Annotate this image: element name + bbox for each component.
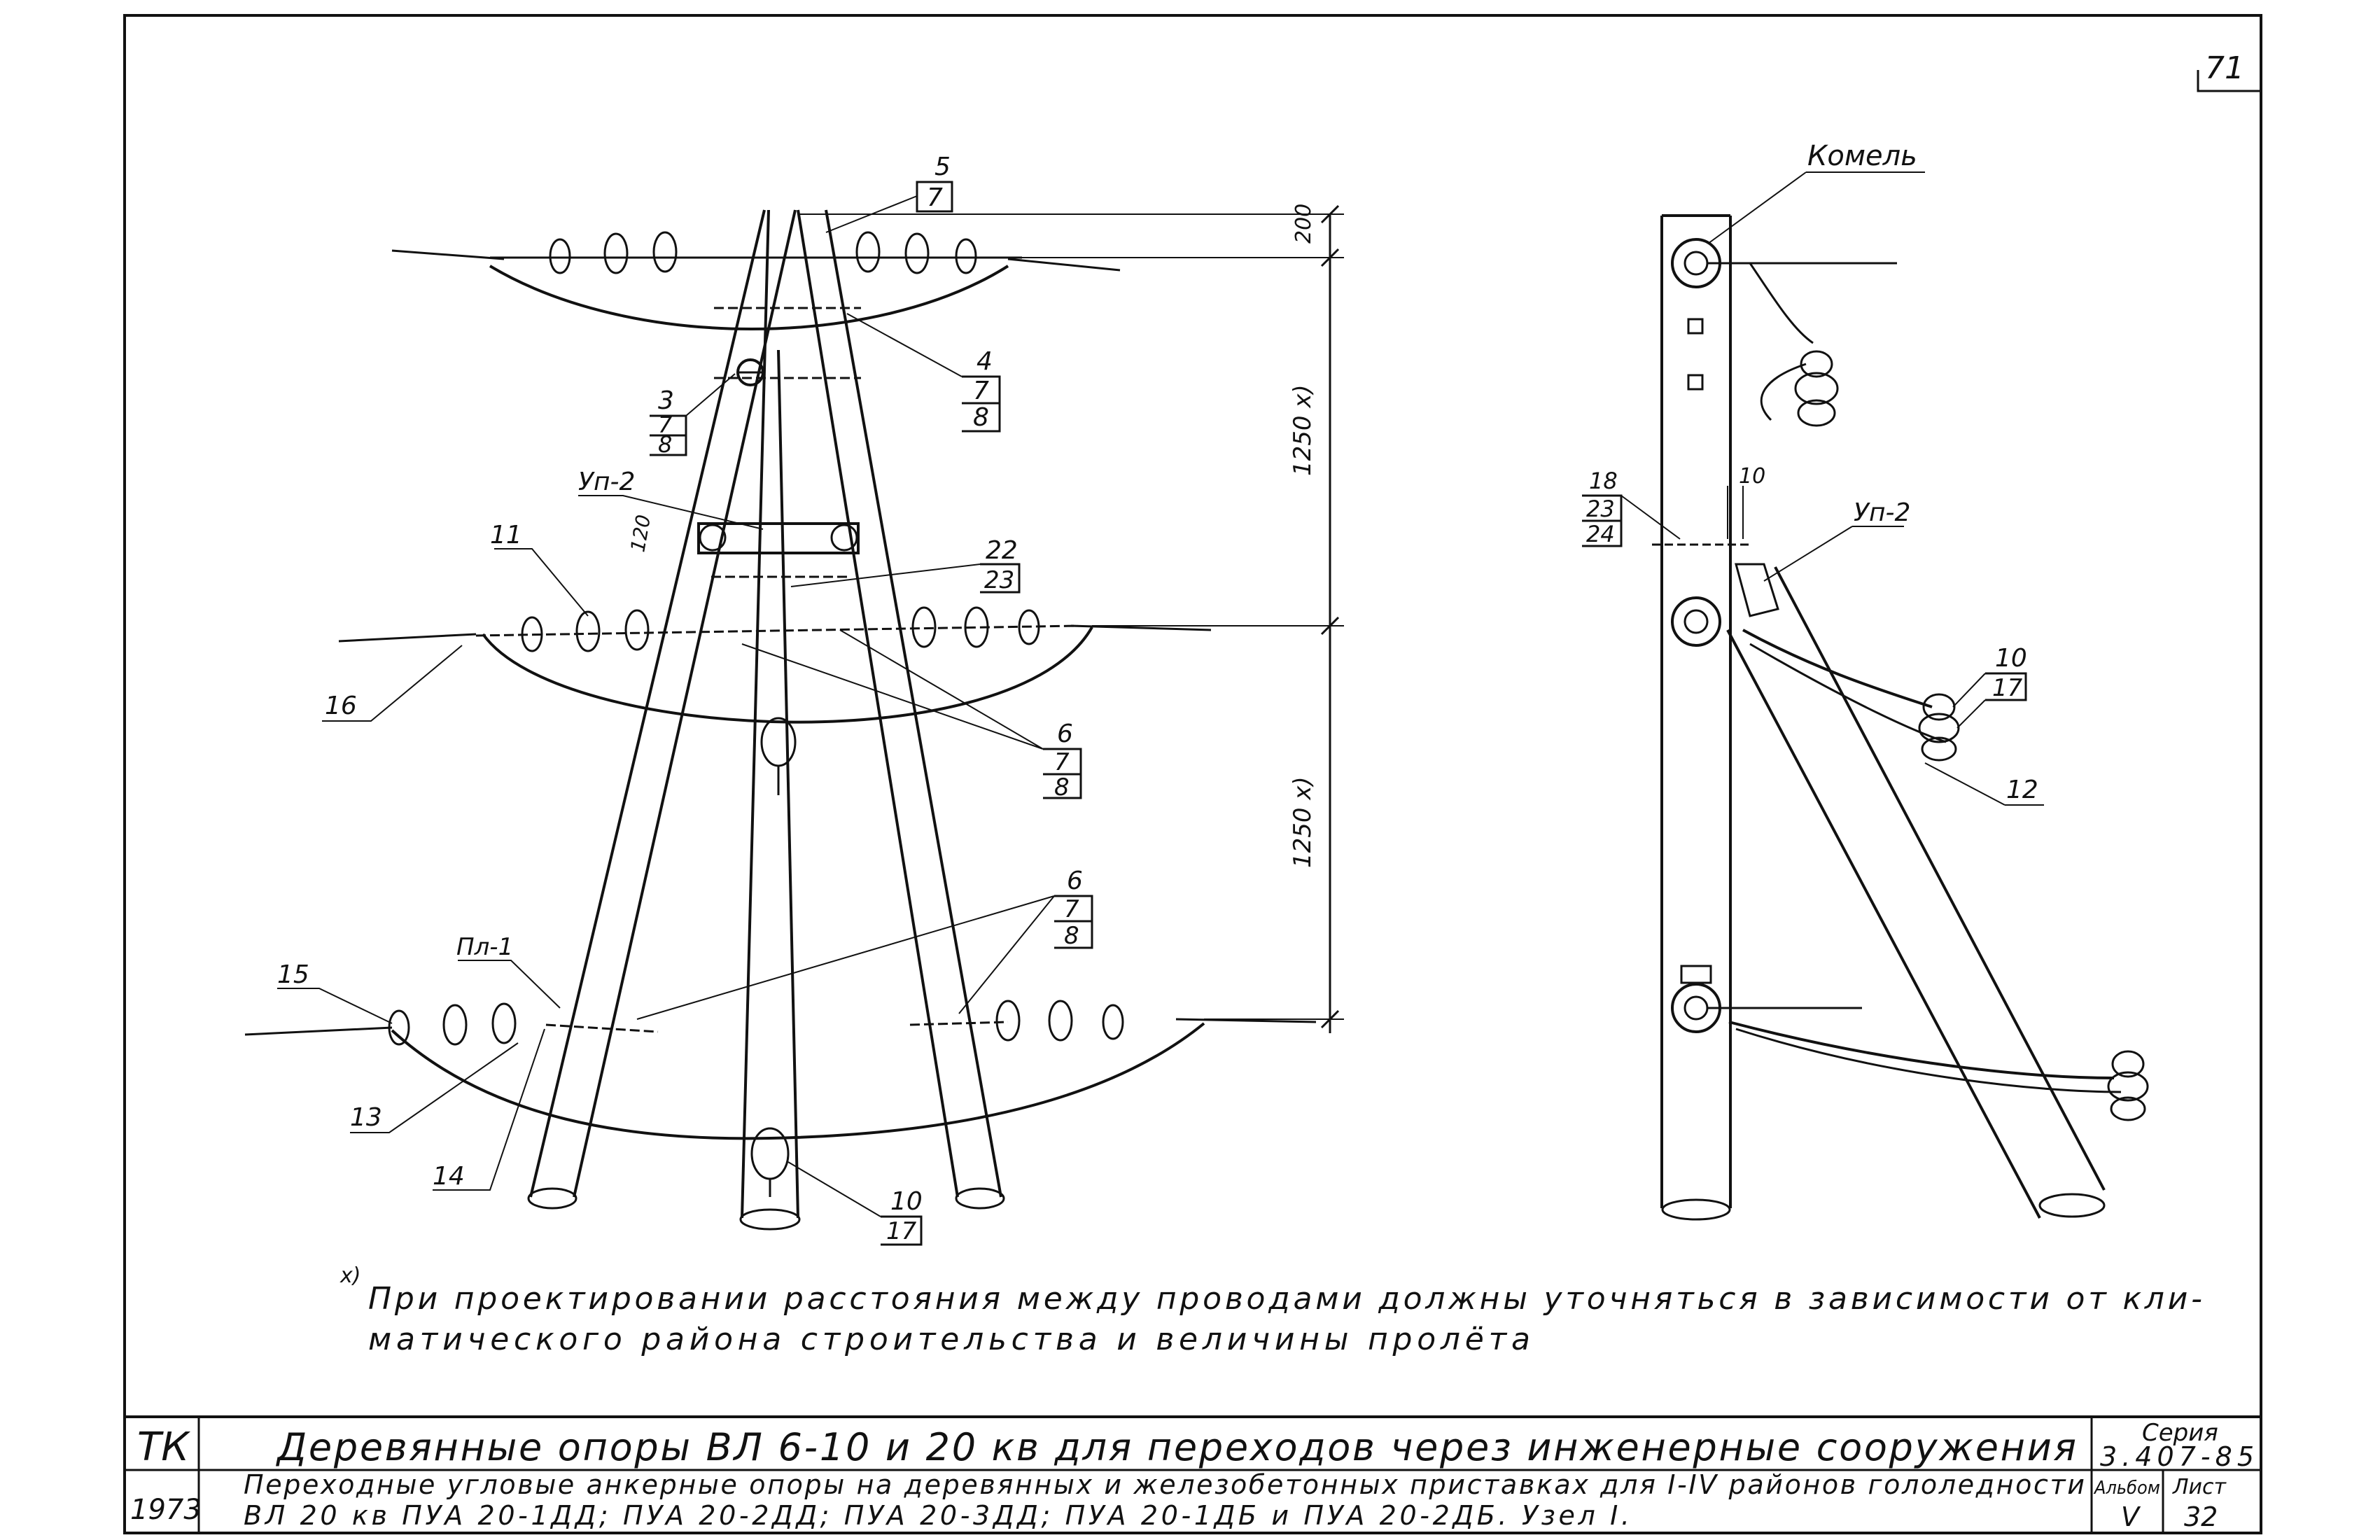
callout-4-top: 4 [976,347,993,376]
callout-18-top: 18 [1589,468,1618,494]
sheet-value: 32 [2184,1502,2218,1532]
callout-4-mid: 7 [973,377,989,405]
callout-10-front-bottom: 17 [886,1217,917,1245]
callout-16-leader [322,645,463,722]
drawing-subtitle-2: ВЛ 20 кв ПУА 20-1ДД; ПУА 20-2ДД; ПУА 20-… [244,1500,1630,1531]
callout-11-leader [494,548,589,617]
footnote-mark: х) [340,1264,360,1288]
callout-3-top: 3 [658,386,674,415]
kamel-leader [1707,172,1925,244]
callout-15: 15 [277,960,309,989]
callout-13-leader [350,1042,519,1133]
callout-5-7: 5 7 [825,153,953,233]
kamel-label: Комель [1807,140,1917,172]
up2-plate [697,522,860,578]
title-block [125,1415,2261,1533]
callout-10-front-top: 10 [890,1187,923,1216]
callout-10-17-front: 10 17 [788,1161,923,1246]
dim-10-side: 10 [1739,464,1765,489]
callout-6-7-8-upper: 6 7 8 [741,629,1082,802]
callout-4-7-8: 4 7 8 [846,313,1001,433]
callout-3-7-8: 3 7 8 [650,373,736,458]
up2-label-front: Уп-2 [578,468,635,496]
up2-leader-side [1763,526,1904,582]
up2-label-side: Уп-2 [1854,498,1910,527]
callout-10-side-top: 10 [1995,644,2027,673]
callout-13: 13 [350,1103,382,1132]
callout-16: 16 [325,692,357,720]
callout-3-bottom: 8 [658,431,672,458]
lower-wire-assembly [244,1000,1317,1197]
dimension-lines [798,204,1344,1033]
up2-leader-front [578,495,764,530]
callout-14: 14 [433,1162,465,1191]
org-label: ТК [137,1424,190,1470]
dim-200: 200 [1292,204,1316,244]
callout-6b-bottom: 8 [1064,922,1079,950]
callout-10-17-side: 10 17 [1952,644,2027,729]
callout-14-leader [433,1028,545,1191]
callout-3-mid: 7 [658,412,673,438]
callout-22-bottom: 23 [984,566,1014,594]
callout-22-top: 22 [986,536,1018,565]
dim-120: 120 [626,513,655,554]
callout-11: 11 [490,521,522,550]
front-view [244,204,1344,1231]
callout-6a-mid: 7 [1054,748,1070,776]
seria-label: Серия [2142,1419,2218,1447]
callout-6b-top: 6 [1067,867,1083,895]
callout-12-leader [1924,762,2044,806]
callout-5-top: 5 [934,153,951,181]
sheet-label: Лист [2172,1475,2227,1499]
callout-5-bottom: 7 [927,183,943,212]
callout-10-side-bottom: 17 [1992,674,2023,702]
callout-4-bottom: 8 [973,403,989,432]
drawing-frame [123,14,2262,1534]
pl1-label: Пл-1 [456,933,513,961]
callout-6b-mid: 7 [1064,895,1079,923]
callout-12: 12 [2006,776,2038,804]
pole-right [797,209,1005,1210]
callout-6a-bottom: 8 [1054,774,1070,802]
callout-6-7-8-lower: 6 7 8 [636,867,1093,1020]
callout-15-leader [277,988,393,1024]
page-number: 71 [2205,50,2244,86]
dim-1250-upper: 1250 х) [1289,384,1317,476]
callout-6a-top: 6 [1057,720,1073,748]
footnote-line1: При проектировании расстояния между пров… [368,1281,2202,1317]
callout-18-bottom: 24 [1586,521,1615,547]
side-view [1652,214,2149,1221]
drawing-title: Деревянные опоры ВЛ 6-10 и 20 кв для пер… [276,1425,2076,1469]
drawing-subtitle-1: Переходные угловые анкерные опоры на дер… [244,1469,2085,1500]
top-wire-assembly [391,231,1121,330]
top-bolts [714,307,861,386]
album-value: V [2121,1502,2141,1532]
dim-1250-lower: 1250 х) [1289,776,1317,868]
year-label: 1973 [130,1494,202,1526]
callout-18-23-24: 18 23 24 [1582,468,1681,547]
callout-22-23: 22 23 [790,536,1021,594]
pole-left [527,209,797,1210]
album-label: Альбом [2093,1478,2160,1499]
callout-18-mid: 23 [1586,496,1615,522]
pl1-leader [458,960,561,1009]
footnote-line2: матического района строительства и велич… [368,1322,1530,1357]
